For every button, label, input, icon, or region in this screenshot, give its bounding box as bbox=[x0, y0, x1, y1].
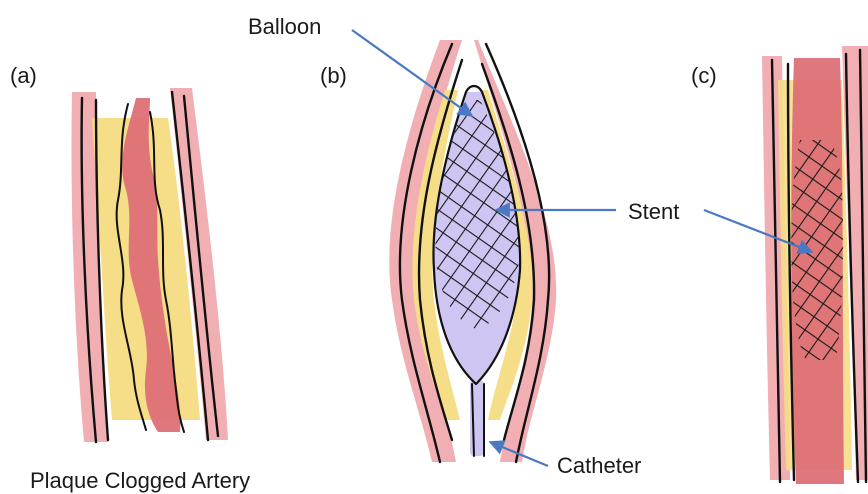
panel-label-b: (b) bbox=[320, 63, 347, 88]
callout-balloon-label: Balloon bbox=[248, 14, 321, 39]
callout-stent-label: Stent bbox=[628, 199, 679, 224]
panel-label-a: (a) bbox=[10, 63, 37, 88]
panel-c: (c) bbox=[691, 46, 868, 484]
panel-b: (b) bbox=[320, 40, 556, 462]
panel-label-c: (c) bbox=[691, 63, 717, 88]
caption-plaque-clogged-artery: Plaque Clogged Artery bbox=[30, 468, 250, 493]
panel-a: (a) Plaque Clogged Artery bbox=[10, 63, 250, 493]
callout-catheter-label: Catheter bbox=[557, 453, 641, 478]
